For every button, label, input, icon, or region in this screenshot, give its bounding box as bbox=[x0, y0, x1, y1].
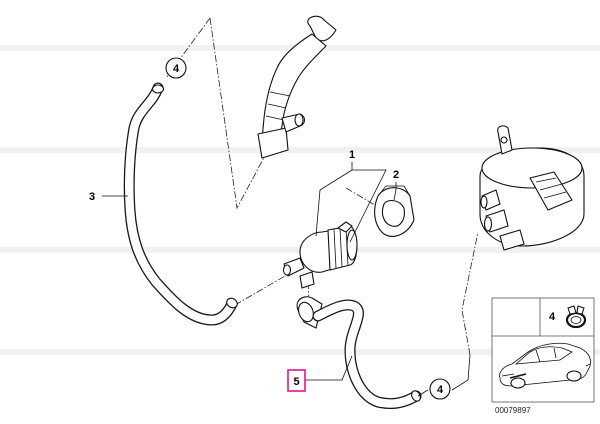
leader-lines bbox=[102, 162, 471, 397]
catalog-number: 00079897 bbox=[495, 406, 531, 415]
intake-pipe bbox=[257, 15, 337, 159]
callout-1[interactable]: 1 bbox=[349, 149, 355, 161]
callout-2[interactable]: 2 bbox=[393, 169, 399, 181]
car-silhouette-icon bbox=[499, 342, 591, 389]
svg-text:5: 5 bbox=[293, 376, 299, 388]
svg-text:4: 4 bbox=[173, 63, 180, 75]
svg-text:4: 4 bbox=[437, 384, 444, 396]
callout-5-highlight[interactable]: 5 bbox=[287, 369, 306, 392]
callout-4-top[interactable]: 4 bbox=[165, 57, 187, 79]
inset-callout-4[interactable]: 4 bbox=[549, 311, 556, 323]
hose-clamp-icon bbox=[565, 305, 587, 329]
callout-4-bottom[interactable]: 4 bbox=[429, 378, 451, 400]
carbon-canister bbox=[479, 125, 585, 251]
valve-1 bbox=[282, 221, 358, 289]
hose-3 bbox=[123, 82, 238, 326]
bracket-2 bbox=[374, 185, 415, 237]
callout-3[interactable]: 3 bbox=[89, 191, 95, 203]
hose-5 bbox=[296, 296, 422, 410]
inset-panel: 4 00079897 bbox=[491, 297, 595, 415]
